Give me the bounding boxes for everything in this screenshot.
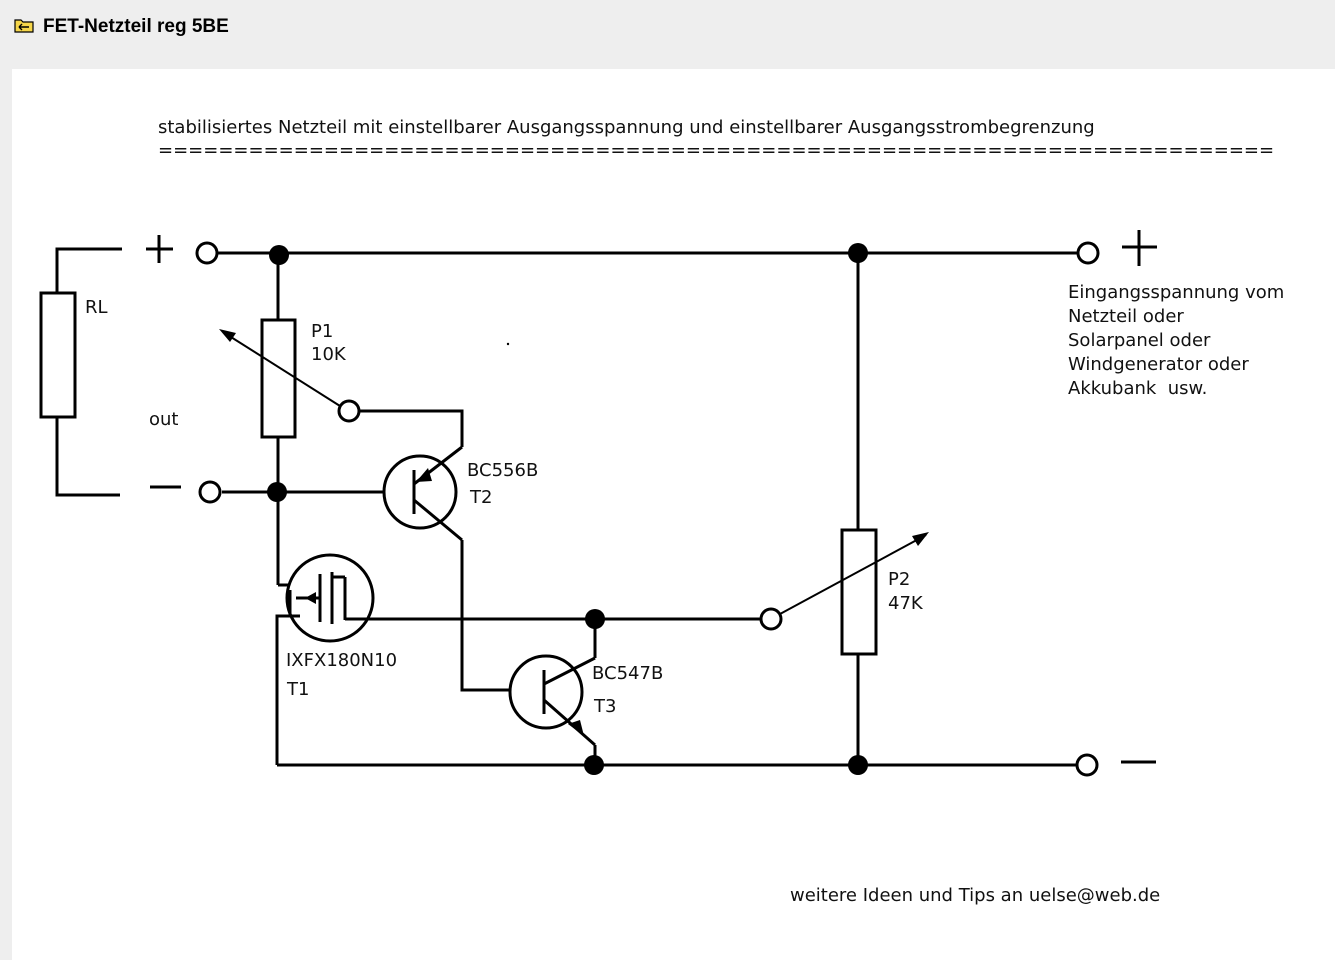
footer-text: weitere Ideen und Tips an uelse@web.de [790,885,1160,906]
p1-wiper-wire [358,409,464,447]
heading-underline: ========================================… [158,140,1274,161]
junction-dot [585,609,605,629]
t3-type-label: BC547B [592,663,663,684]
title-bar: FET-Netzteil reg 5BE [0,0,1335,69]
transistor-t3 [508,654,596,747]
mosfet-t1 [285,553,375,643]
potentiometer-p1 [219,253,341,492]
t2-name-label: T2 [469,487,492,508]
junction-dot [848,243,868,263]
t1-name-label: T1 [286,679,309,700]
input-note-line: Windgenerator oder [1068,354,1249,375]
t1-source-wire [275,614,300,765]
terminal-plus-right [1076,241,1100,265]
transistor-t2 [382,445,463,542]
terminal-p2-wiper [759,607,783,631]
junction-dot [584,755,604,775]
junction-dot [848,755,868,775]
p2-name-label: P2 [888,569,910,590]
diagram-canvas [12,69,1335,960]
input-note-line: Netzteil oder [1068,306,1184,327]
junction-dot [267,482,287,502]
t2-t3-wire [460,540,510,692]
junction-dot [269,245,289,265]
terminal-minus-left [198,480,222,504]
window-title: FET-Netzteil reg 5BE [43,16,229,37]
t3-name-label: T3 [593,696,616,717]
terminal-plus-left [195,241,219,265]
plus-right-symbol [1122,230,1157,266]
folder-back-icon[interactable] [14,17,34,33]
input-note-line: Solarpanel oder [1068,330,1211,351]
p1-name-label: P1 [311,321,333,342]
p2-value-label: 47K [888,593,924,614]
out-label: out [149,409,178,430]
diagram-heading: stabilisiertes Netzteil mit einstellbare… [158,117,1095,138]
terminal-minus-right [1075,753,1099,777]
terminal-p1-wiper [337,399,361,423]
potentiometer-p2 [779,253,929,765]
input-note-line: Eingangsspannung vom [1068,282,1284,303]
rl-label: RL [85,297,108,318]
t1-type-label: IXFX180N10 [286,650,397,671]
t2-type-label: BC556B [467,460,538,481]
p1-value-label: 10K [311,344,347,365]
plus-left-symbol [146,235,173,263]
input-note-line: Akkubank usw. [1068,378,1207,399]
load-resistor-rl [39,247,122,497]
input-note: Eingangsspannung vom Netzteil oder Solar… [1068,282,1284,399]
stray-dot [506,342,510,346]
